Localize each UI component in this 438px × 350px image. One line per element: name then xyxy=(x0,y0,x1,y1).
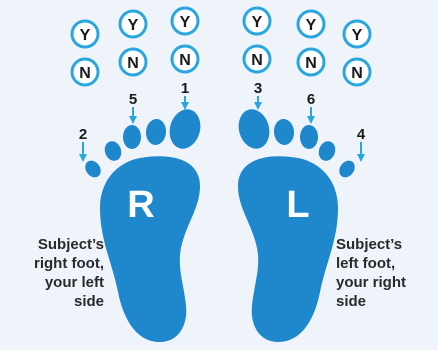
left-toe-3 xyxy=(300,125,318,149)
left-toe-4 xyxy=(316,139,338,163)
caption-line: side xyxy=(0,292,104,311)
right-toe-2 xyxy=(145,118,167,146)
right-toe-big xyxy=(165,106,204,152)
right-foot-caption: Subject’s right foot, your left side xyxy=(0,235,104,311)
right-foot-letter: R xyxy=(127,184,154,226)
yn-column-6[interactable]: Y N xyxy=(298,11,324,75)
yn-column-1b[interactable]: Y N xyxy=(172,8,198,72)
caption-line: side xyxy=(336,292,436,311)
caption-line: left foot, xyxy=(336,254,436,273)
left-foot-caption: Subject’s left foot, your right side xyxy=(336,235,436,311)
no-option[interactable]: N xyxy=(179,52,191,69)
yn-column-1[interactable]: Y N xyxy=(72,21,98,85)
yes-option[interactable]: Y xyxy=(80,27,91,44)
right-toe-5 xyxy=(82,158,104,181)
caption-line: Subject’s xyxy=(336,235,436,254)
no-option[interactable]: N xyxy=(127,55,139,72)
choice-circles: Y N Y N Y N Y N Y N xyxy=(72,8,370,85)
no-option[interactable]: N xyxy=(351,65,363,82)
toe-number-3: 3 xyxy=(254,80,262,97)
yes-option[interactable]: Y xyxy=(306,17,317,34)
yn-column-5[interactable]: Y N xyxy=(120,11,146,75)
right-toe-4 xyxy=(102,139,124,163)
no-option[interactable]: N xyxy=(305,55,317,72)
caption-line: your left xyxy=(0,273,104,292)
left-toe-big xyxy=(234,106,273,152)
left-foot-letter: L xyxy=(286,184,309,226)
toe-number-1: 1 xyxy=(181,80,189,97)
toe-number-5: 5 xyxy=(129,91,137,108)
yes-option[interactable]: Y xyxy=(252,14,263,31)
toe-number-4: 4 xyxy=(357,126,366,143)
yn-column-3[interactable]: Y N xyxy=(244,8,270,72)
yes-option[interactable]: Y xyxy=(180,14,191,31)
right-toe-3 xyxy=(123,125,141,149)
left-toe-2 xyxy=(273,118,295,146)
left-toe-5 xyxy=(336,158,358,181)
toe-number-2: 2 xyxy=(79,126,87,143)
yes-option[interactable]: Y xyxy=(128,17,139,34)
caption-line: Subject’s xyxy=(0,235,104,254)
no-option[interactable]: N xyxy=(79,65,91,82)
yes-option[interactable]: Y xyxy=(352,27,363,44)
no-option[interactable]: N xyxy=(251,52,263,69)
caption-line: right foot, xyxy=(0,254,104,273)
caption-line: your right xyxy=(336,273,436,292)
yn-column-4[interactable]: Y N xyxy=(344,21,370,85)
toe-number-6: 6 xyxy=(307,91,315,108)
